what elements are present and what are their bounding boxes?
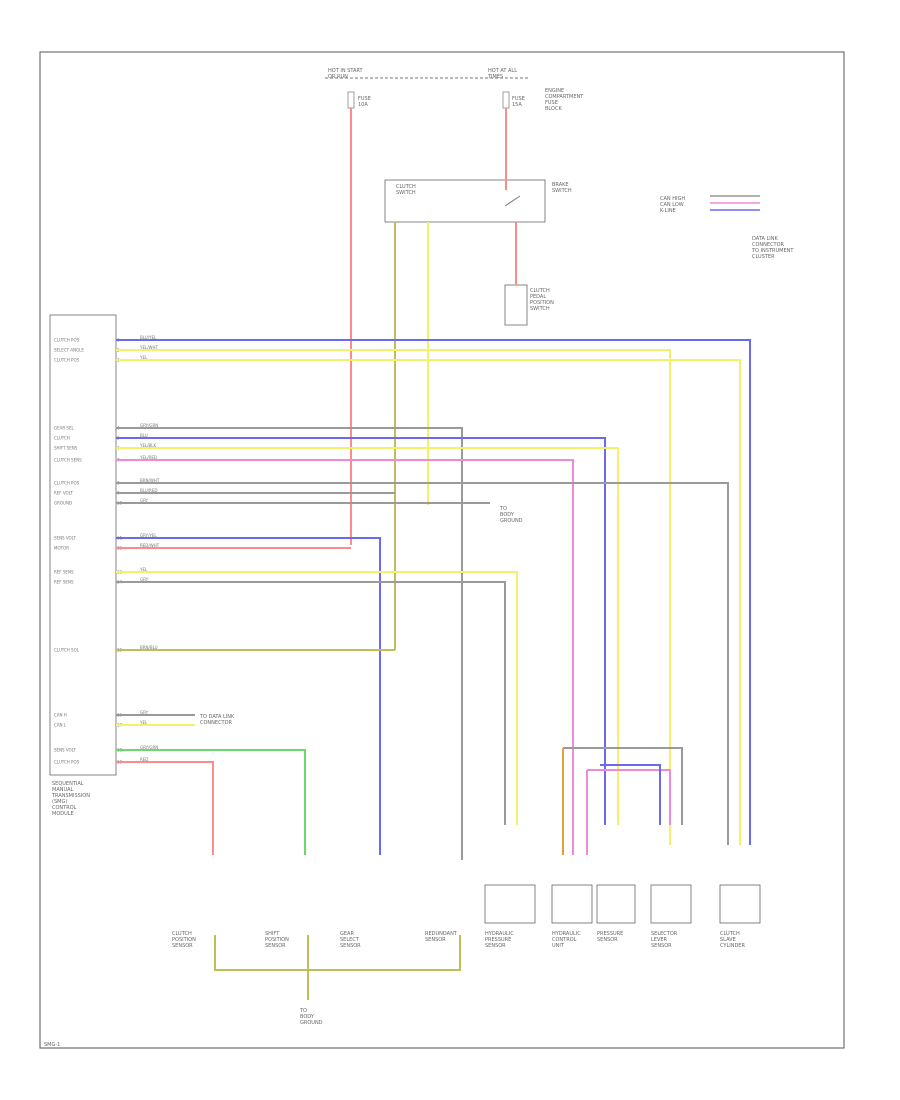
diagram-frame — [39, 51, 845, 1049]
bottom-component-box — [484, 884, 536, 924]
module-pin-label: MOTOR — [54, 546, 69, 551]
ground-top-box — [504, 284, 528, 326]
module-pin-label: GROUND — [54, 501, 72, 506]
wire-tag: YEL — [139, 567, 148, 572]
wire-pin-13 — [116, 571, 518, 825]
wire-tags: BLU/YEL YEL/WHT YEL GRY/GRN BLU YEL/BLK YEL/RE… — [139, 335, 160, 762]
module-pin-label: REF SENS — [54, 580, 74, 585]
wire-pin-11 — [116, 537, 381, 855]
wire-tag: BRN/WHT — [140, 478, 160, 483]
switch-contact — [504, 195, 521, 207]
wire-tag: GRY/GRN — [140, 745, 158, 750]
module-pin-label: SENS VOLT — [54, 536, 76, 541]
wire-tag: GRY — [140, 498, 149, 503]
fuse-left-icon — [347, 91, 355, 109]
bottom-component-box — [650, 884, 692, 924]
wire-pin-1 — [116, 339, 751, 845]
bottom-component-box — [596, 884, 636, 924]
module-pin-label: SELECT ANGLE — [54, 348, 84, 353]
wire-tag: GRY — [140, 710, 149, 715]
wire-tag: YEL/WHT — [139, 345, 159, 350]
module-pin-label: CLUTCH POS — [54, 481, 80, 486]
module-pin-label: REF SENS — [54, 570, 74, 575]
wire-pin-7 — [116, 459, 574, 855]
module-pin-label: CLUTCH SENS — [54, 458, 82, 463]
wire-pin-4 — [116, 427, 463, 860]
control-module-box — [49, 314, 117, 776]
wire-tag: BLU — [140, 433, 148, 438]
wire-pin-6 — [116, 447, 619, 825]
wire-blue-across — [600, 764, 661, 825]
wire-pin-18 — [116, 749, 306, 855]
wire-tag: YEL — [139, 355, 148, 360]
bottom-component-box — [719, 884, 761, 924]
wire-pin-8 — [116, 482, 729, 845]
wire-tag: GRY/YEL — [140, 533, 157, 538]
wire-tag: RED/WHT — [140, 543, 160, 548]
switch-box — [384, 179, 546, 223]
module-pin-label: SENS VOLT — [54, 748, 76, 753]
wire-tag: BLU/YEL — [140, 335, 157, 340]
wire-pin-19 — [116, 761, 214, 855]
wire-tag: GRY/GRN — [140, 423, 158, 428]
wire-bus-right — [630, 747, 683, 825]
bottom-component-box — [551, 884, 593, 924]
wire-tag: YEL — [139, 720, 148, 725]
wire-ground-harness — [214, 935, 461, 971]
module-pin-label: CLUTCH POS — [54, 760, 80, 765]
fuse-right-icon — [502, 91, 510, 109]
module-pin-label: CAN L — [54, 723, 67, 728]
wire-pin-3 — [116, 359, 741, 845]
wire-tag: GRY — [140, 577, 149, 582]
page-marker: SMG-1 — [44, 1042, 60, 1048]
module-pin-label: CLUTCH POS — [54, 338, 80, 343]
wire-tag: BLU/RED — [140, 488, 157, 493]
wires — [116, 108, 751, 1000]
module-pin-label: CLUTCH POS — [54, 358, 80, 363]
module-pin-label: CLUTCH — [54, 436, 70, 441]
wire-pin-2 — [116, 349, 671, 845]
module-pin-label: GEAR SEL — [54, 426, 74, 431]
wire-tag: YEL/RED — [139, 455, 157, 460]
wire-tag: RED — [140, 757, 148, 762]
wire-pin-14 — [116, 581, 506, 825]
wire-pin-5 — [116, 437, 606, 825]
wire-pink-across — [587, 769, 671, 825]
module-pin-label: CAN H — [54, 713, 67, 718]
module-pin-label: CLUTCH SOL — [54, 648, 80, 653]
wire-tag: YEL/BLK — [139, 443, 157, 448]
module-pin-label: SHIFT SENS — [54, 446, 78, 451]
module-pin-label: REF VOLT — [54, 491, 73, 496]
wire-tag: BRN/BLU — [140, 645, 158, 650]
